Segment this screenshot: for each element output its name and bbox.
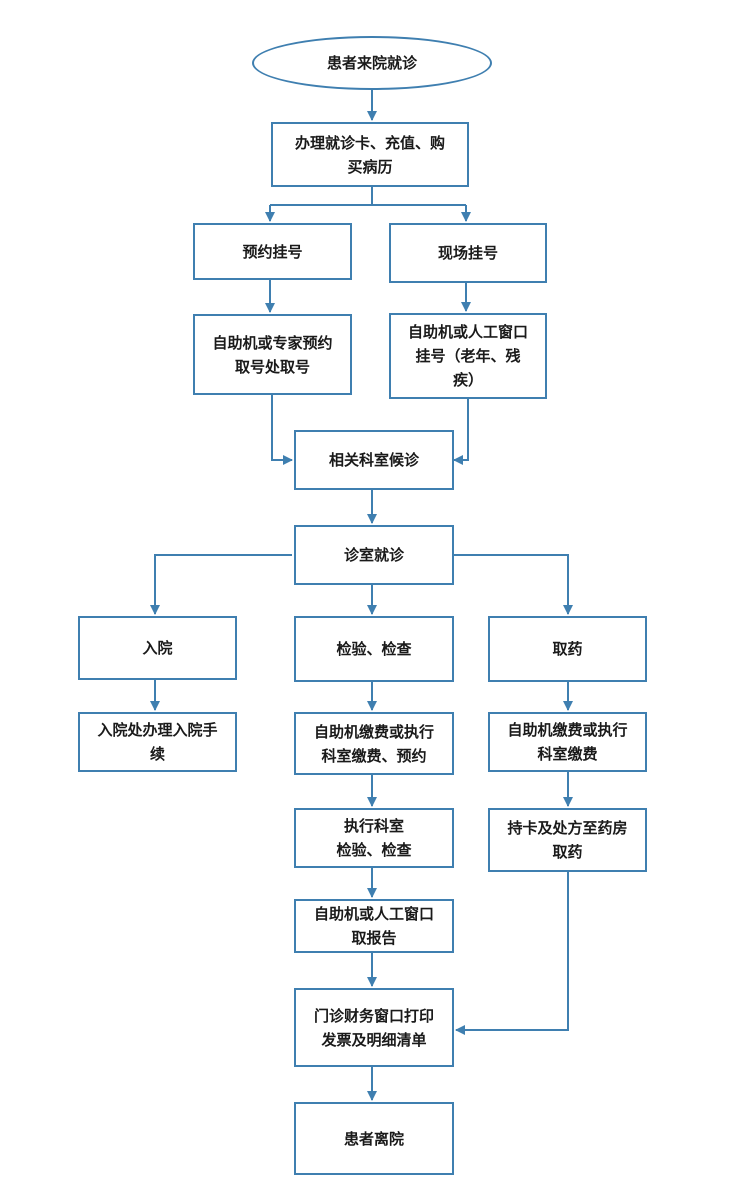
node-onsite: 现场挂号 [389,223,547,283]
arrow-self-onsite-to-waiting [453,399,469,465]
node-start: 患者来院就诊 [252,36,492,90]
node-report: 自助机或人工窗口 取报告 [294,899,454,953]
arrow-consult-to-medicine [454,554,573,615]
node-exam: 检验、检查 [294,616,454,682]
arrow-self-appt-to-waiting [271,395,293,465]
node-waiting: 相关科室候诊 [294,430,454,490]
arrow-consult-to-admit [150,554,292,615]
node-medicine-pickup: 持卡及处方至药房 取药 [488,808,647,872]
node-invoice: 门诊财务窗口打印 发票及明细清单 [294,988,454,1067]
arrow-card-split [270,187,466,206]
arrow-med-pick-to-invoice [455,872,569,1035]
node-admit: 入院 [78,616,237,680]
node-self-appointment: 自助机或专家预约 取号处取号 [193,314,352,395]
node-medicine-payment: 自助机缴费或执行 科室缴费 [488,712,647,772]
node-admit-procedure: 入院处办理入院手 续 [78,712,237,772]
node-appointment: 预约挂号 [193,223,352,280]
node-exam-execution: 执行科室 检验、检查 [294,808,454,868]
node-self-onsite: 自助机或人工窗口 挂号（老年、残 疾） [389,313,547,399]
node-medicine: 取药 [488,616,647,682]
node-leave: 患者离院 [294,1102,454,1175]
node-exam-payment: 自助机缴费或执行 科室缴费、预约 [294,712,454,775]
node-consult: 诊室就诊 [294,525,454,585]
node-card: 办理就诊卡、充值、购 买病历 [271,122,469,187]
